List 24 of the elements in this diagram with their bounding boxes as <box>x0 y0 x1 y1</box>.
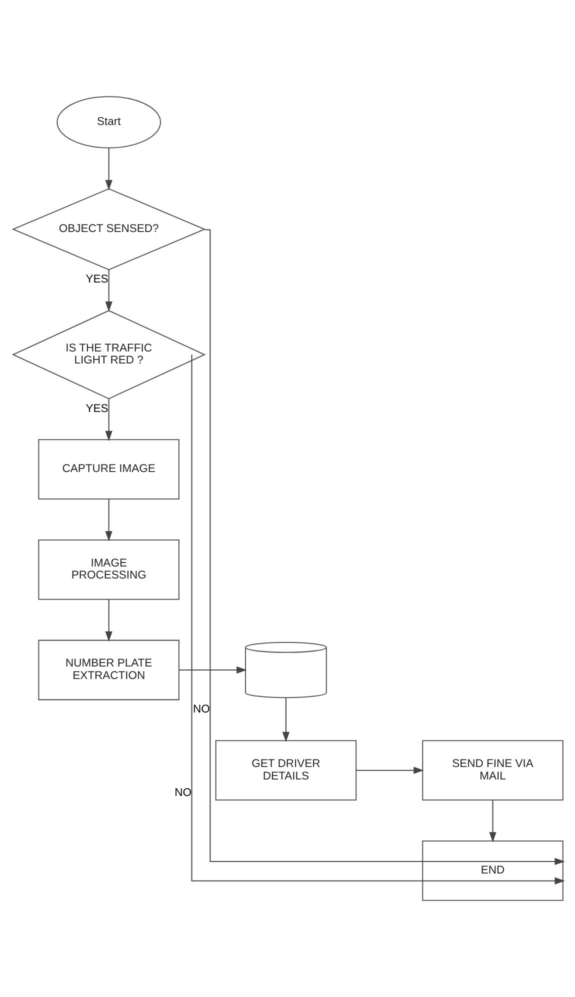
node-ellipse: Start <box>56 96 161 148</box>
edge-label: NO <box>192 703 210 716</box>
node-box: SEND FINE VIA MAIL <box>422 740 563 801</box>
arrow <box>356 766 424 774</box>
arrow <box>104 270 112 312</box>
edge-label: YES <box>85 402 108 415</box>
edge-label: YES <box>85 274 108 286</box>
arrow <box>488 800 496 842</box>
arrow <box>104 600 112 642</box>
arrow <box>190 354 564 884</box>
arrow <box>104 148 112 190</box>
arrow <box>178 666 246 674</box>
arrow <box>282 698 290 742</box>
arrow <box>104 499 112 542</box>
node-box: IMAGE PROCESSING <box>38 539 179 600</box>
node-box: END <box>422 840 563 901</box>
node-box: CAPTURE IMAGE <box>38 439 179 500</box>
edge-label: NO <box>174 787 191 800</box>
node-box: NUMBER PLATE EXTRACTION <box>38 640 179 700</box>
node-diamond: IS THE TRAFFIC LIGHT RED ? <box>11 310 206 400</box>
arrow <box>104 398 112 442</box>
arrow <box>204 229 564 866</box>
node-diamond: OBJECT SENSED? <box>11 188 206 270</box>
node-box: GET DRIVER DETAILS <box>214 740 356 801</box>
